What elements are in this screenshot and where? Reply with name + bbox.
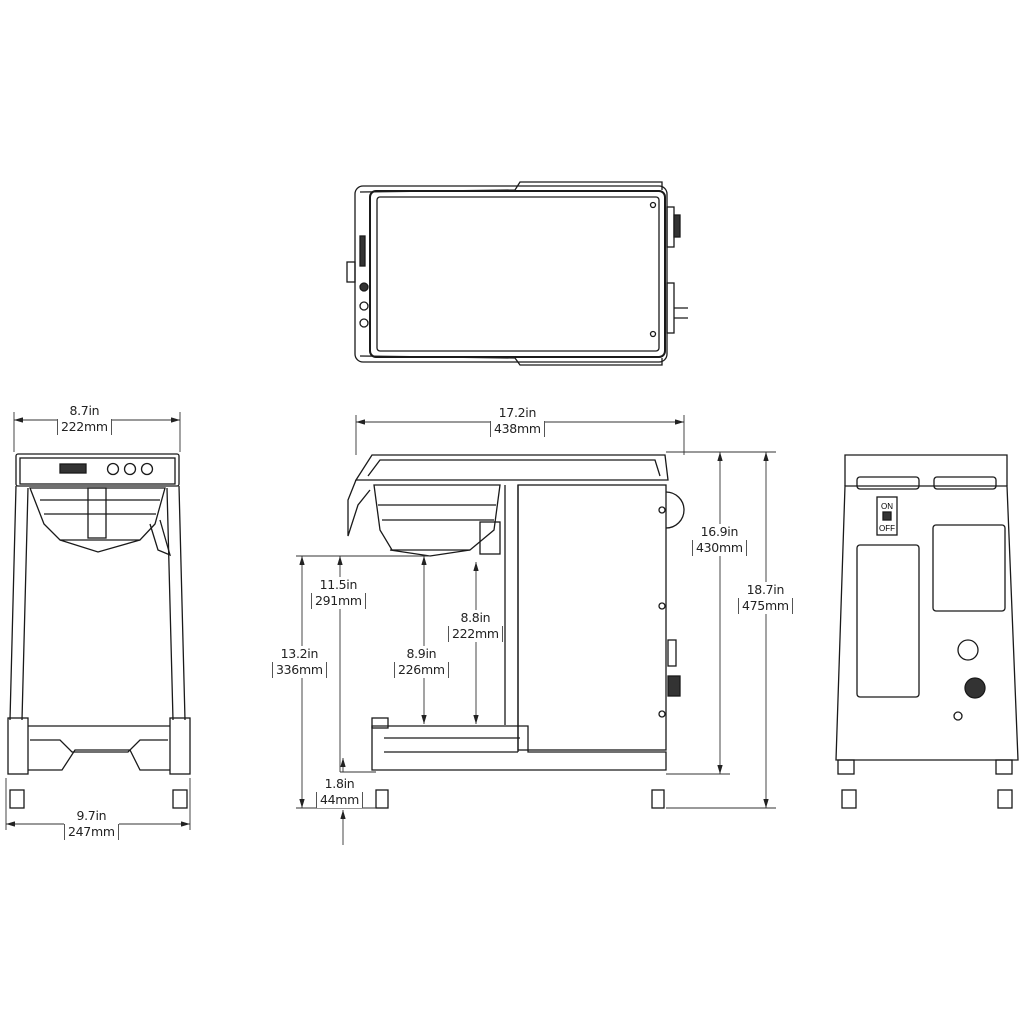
dim-leg-height: 1.8in 44mm bbox=[316, 776, 364, 808]
dim-overall-clearance: 13.2in 336mm bbox=[272, 646, 327, 678]
dim-front-top-width: 8.7in 222mm bbox=[57, 403, 112, 435]
switch-on-label: ON bbox=[881, 502, 893, 511]
dim-faucet-to-tray: 8.8in 222mm bbox=[448, 610, 503, 642]
dim-funnel-clearance: 11.5in 291mm bbox=[311, 577, 366, 609]
switch-off-label: OFF bbox=[879, 524, 895, 533]
top-view bbox=[346, 181, 688, 366]
dimension-lines bbox=[5, 412, 776, 845]
dim-funnel-to-tray: 8.9in 226mm bbox=[394, 646, 449, 678]
dim-overall-depth: 17.2in 438mm bbox=[490, 405, 545, 437]
dim-front-base-width: 9.7in 247mm bbox=[64, 808, 119, 840]
side-view bbox=[347, 454, 685, 809]
dim-overall-height: 18.7in 475mm bbox=[738, 582, 793, 614]
dim-body-height: 16.9in 430mm bbox=[692, 524, 747, 556]
rear-view bbox=[835, 454, 1019, 809]
front-view bbox=[7, 453, 191, 809]
